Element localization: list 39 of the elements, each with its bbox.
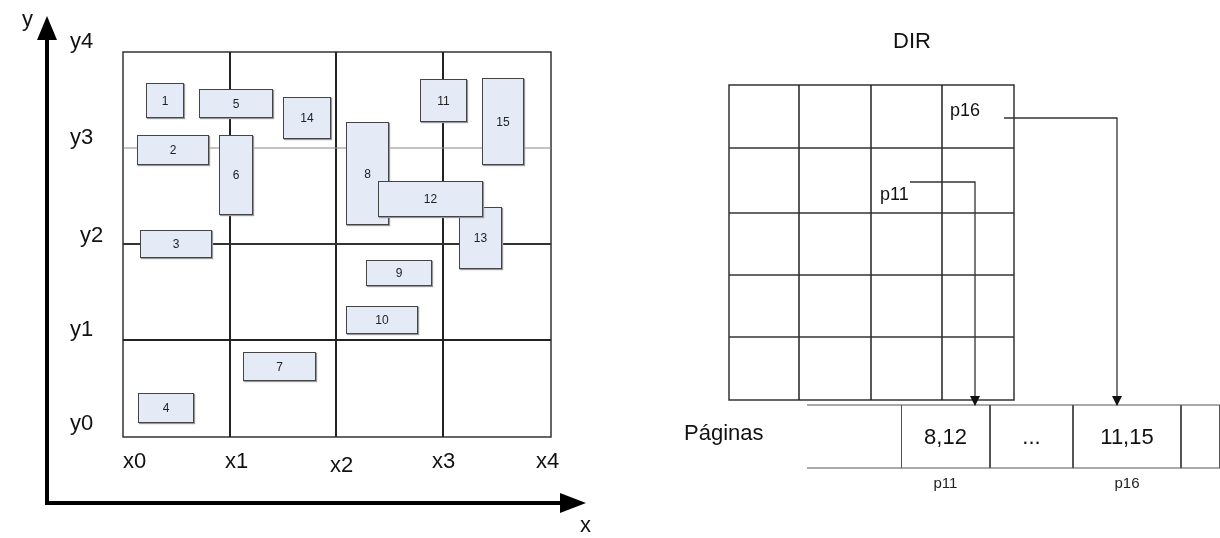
axis-label: y	[22, 6, 33, 32]
tick-label: y0	[70, 410, 94, 436]
tick-label: x4	[536, 448, 560, 474]
numbered-rectangle: 13	[459, 207, 502, 269]
cell-caption: p11	[932, 474, 959, 491]
pointer-label: p11	[880, 182, 934, 206]
row-label: Páginas	[684, 420, 764, 446]
arrow	[1003, 117, 1122, 406]
page-cell: 8,12	[901, 405, 990, 468]
numbered-rectangle: 14	[283, 97, 331, 139]
tick-label: x1	[225, 448, 249, 474]
numbered-rectangle: 2	[137, 135, 209, 165]
axis-label: x	[580, 512, 591, 538]
cell-caption: p16	[1113, 474, 1141, 491]
numbered-rectangle: 6	[219, 135, 253, 215]
numbered-rectangle: 1	[146, 83, 184, 118]
tick-label: y4	[70, 28, 94, 54]
title-label: DIR	[893, 28, 931, 54]
numbered-rectangle: 7	[243, 352, 316, 381]
numbered-rectangle: 12	[378, 181, 483, 217]
arrow	[909, 181, 980, 406]
tick-label: x3	[432, 448, 456, 474]
tick-label: y2	[80, 222, 104, 248]
pointer-label: p16	[950, 98, 1004, 122]
tick-label: y3	[70, 124, 94, 150]
numbered-rectangle: 10	[346, 306, 418, 334]
numbered-rectangle: 15	[482, 78, 524, 165]
page-cell: 11,15	[1073, 405, 1181, 468]
numbered-rectangle: 9	[366, 260, 432, 286]
tick-label: x0	[123, 448, 147, 474]
page-cell: ...	[990, 405, 1073, 468]
tick-label: y1	[70, 316, 94, 342]
empty-page-cell	[1181, 405, 1220, 468]
numbered-rectangle: 11	[420, 79, 467, 122]
numbered-rectangle: 8	[346, 122, 389, 225]
numbered-rectangle: 4	[138, 393, 194, 423]
numbered-rectangle: 3	[140, 230, 212, 258]
numbered-rectangle: 5	[199, 89, 273, 118]
tick-label: x2	[330, 452, 354, 478]
